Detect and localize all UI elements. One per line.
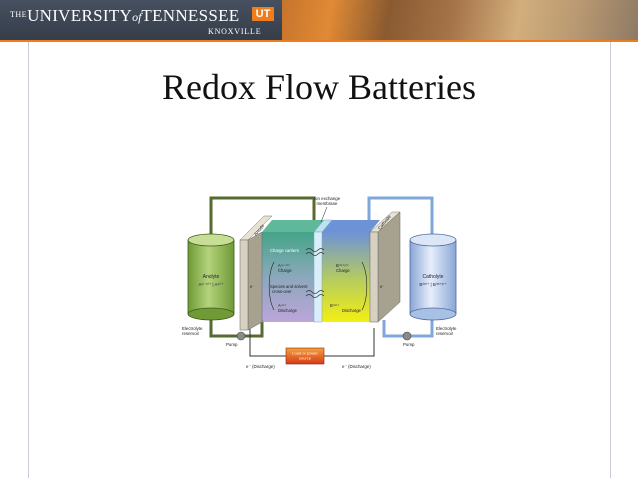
charge-carriers-label: Charge carriers [270, 248, 299, 253]
anolyte-reservoir-base [187, 307, 235, 321]
anode-half-cell [262, 232, 314, 322]
redox-flow-battery-diagram: Load or power source Anolyte A⁽ⁿ⁻ˣ⁾⁺ | A… [182, 196, 457, 369]
crossover-label-1: Species and solvent [270, 284, 308, 289]
anolyte-pipe-bottom [209, 314, 238, 338]
charge-carrier-wave-1 [305, 248, 325, 252]
anode-charge-species: A⁽ⁿ⁻ˣ⁾⁺ [278, 263, 290, 268]
circuit-wire-left [249, 328, 286, 357]
charge-carrier-wave-2 [305, 252, 325, 256]
anode-charge-label: Charge [278, 268, 292, 273]
catholyte-reservoir-label-2: reservoir [436, 331, 454, 336]
header-accent-bar [0, 40, 638, 42]
anolyte-pump-icon [236, 331, 246, 341]
university-logo: THEUNIVERSITYofTENNESSEE [10, 6, 240, 26]
load-source-label-2: source [299, 356, 312, 361]
anode-electron-label: e⁻ [250, 284, 255, 289]
load-source-box [285, 347, 325, 365]
ion-exchange-membrane [313, 231, 323, 323]
slide-title: Redox Flow Batteries [162, 67, 476, 107]
anolyte-pipe-top [209, 196, 316, 234]
crossover-label-2: cross-over [272, 289, 292, 294]
circuit-wire-right [324, 328, 375, 357]
ut-logo-icon: UT [252, 7, 274, 21]
membrane-label-2: membrane [317, 201, 339, 206]
anolyte-reservoir-label-1: Electrolyte [182, 326, 203, 331]
cathode-half-cell [322, 232, 370, 322]
anode-discharge-species: A⁽ⁿ⁾⁺ [278, 303, 287, 308]
load-source-label-1: Load or power [292, 351, 318, 356]
cathode-charge-species: B⁽ᵐ⁺ʸ⁾⁺ [336, 263, 349, 268]
anolyte-reservoir [187, 239, 235, 315]
university-header: THEUNIVERSITYofTENNESSEE UT KNOXVILLE [0, 0, 638, 42]
catholyte-reservoir-label-1: Electrolyte [436, 326, 457, 331]
anolyte-reservoir-top [187, 233, 235, 247]
anode-cycle-arrow [268, 261, 275, 311]
logo-tennessee: TENNESSEE [141, 6, 240, 25]
anolyte-reservoir-label-2: reservoir [182, 331, 200, 336]
catholyte-pipe-return [382, 320, 404, 338]
catholyte-pump-icon [402, 331, 412, 341]
crossover-wave-1 [305, 290, 325, 294]
cathode-cycle-arrow [361, 261, 368, 311]
cathode-electrode [369, 231, 379, 323]
right-electron-discharge-label: e⁻ (Discharge) [342, 364, 371, 369]
catholyte-pipe-top [367, 196, 434, 234]
membrane-label-1: Ion exchange [314, 196, 341, 201]
catholyte-reservoir-top [409, 233, 457, 247]
logo-campus: KNOXVILLE [208, 27, 262, 36]
anode-half-top [262, 220, 324, 232]
cathode-charge-label: Charge [336, 268, 350, 273]
right-border-line [610, 42, 611, 478]
anolyte-species: A⁽ⁿ⁻ˣ⁾⁺ | A⁽ⁿ⁾⁺ [198, 282, 223, 287]
left-electron-discharge-label: e⁻ (Discharge) [246, 364, 275, 369]
anolyte-pump-label: Pump [226, 342, 238, 347]
cathode-electron-label: e⁻ [380, 284, 385, 289]
anode-electrode-side [247, 231, 263, 331]
catholyte-pipe-bottom [410, 314, 434, 338]
header-logo-area [0, 0, 282, 42]
membrane-pointer [320, 206, 328, 223]
catholyte-label: Catholyte [422, 274, 443, 280]
logo-university: UNIVERSITY [27, 6, 133, 25]
crossover-wave-2 [305, 294, 325, 298]
anode-discharge-label: Discharge [278, 308, 298, 313]
logo-the: THE [10, 10, 28, 19]
catholyte-pump-label: Pump [403, 342, 415, 347]
anode-electrode [239, 239, 249, 331]
cathode-discharge-label: Discharge [342, 308, 362, 313]
logo-of: of [132, 10, 142, 24]
catholyte-species: B⁽ᵐ⁾⁺ | B⁽ᵐ⁺ʸ⁾⁺ [419, 282, 446, 287]
catholyte-reservoir-base [409, 307, 457, 321]
cathode-discharge-species: B⁽ᵐ⁾⁺ [330, 303, 339, 308]
anolyte-label: Anolyte [203, 274, 220, 280]
cathode-half-top [322, 220, 380, 232]
campus-photo-banner [282, 0, 638, 42]
left-border-line [28, 42, 29, 478]
